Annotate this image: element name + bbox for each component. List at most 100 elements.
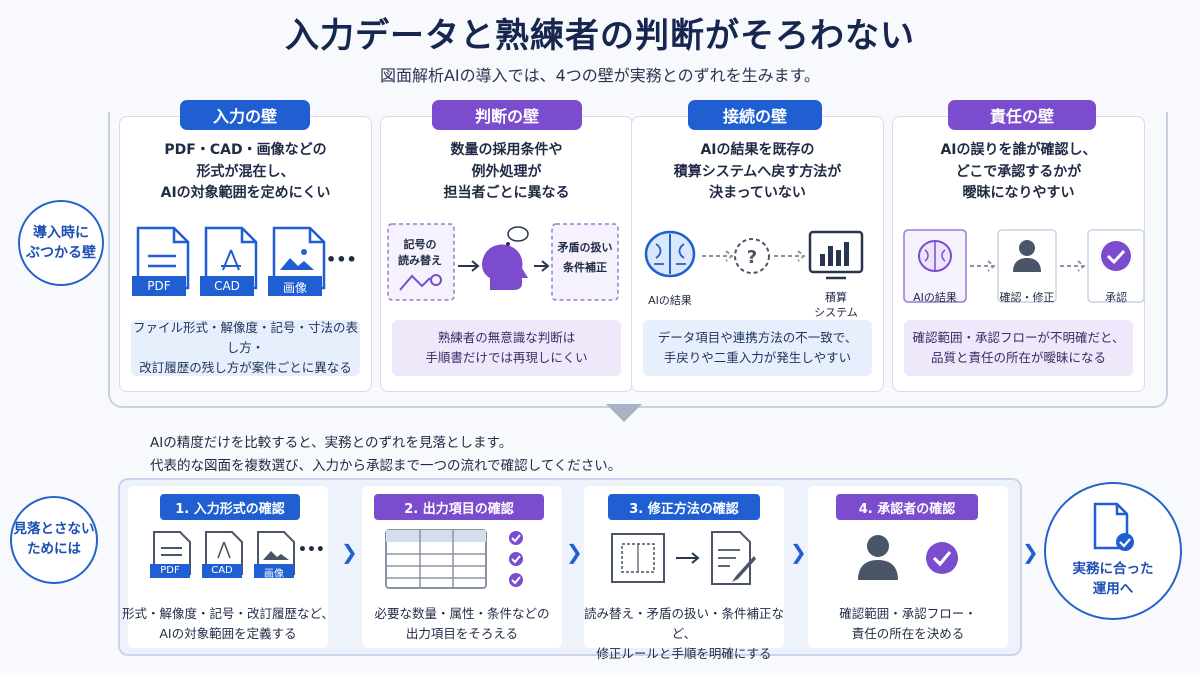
pdf-label: PDF [147,279,171,293]
rule-rewrite-label: 記号の 読み替え [390,236,450,268]
note-line: 手戻りや二重入力が発生しやすい [663,350,852,365]
desc-line: 担当者ごとに異なる [443,185,570,202]
note-line: 確認範囲・承認フローが不明確だと、 [912,330,1125,345]
desc-line: 数量の採用条件や [450,142,563,158]
connection-flow-icons: ? [644,230,864,280]
step-label-output-items: 2. 出力項目の確認 [374,494,544,520]
desc-line: どこで承認するかが [955,163,1082,180]
chevron-right-icon: ❯ [790,540,807,564]
chevron-right-icon: ❯ [341,540,358,564]
step-line: 出力項目をそろえる [405,626,519,641]
note-line: データ項目や連携方法の不一致で、 [657,330,858,345]
circle-line: 導入時に [33,224,89,241]
contradiction-label: 矛盾の扱い 条件補正 [552,238,618,278]
page-title: 入力データと熟練者の判断がそろわない [285,16,915,56]
step-desc-approver: 確認範囲・承認フロー・ 責任の所在を決める [798,604,1018,644]
image-file-icon [268,226,326,296]
person-icon [858,535,898,580]
wall-label-connection: 接続の壁 [688,100,822,130]
step-label-approver: 4. 承認者の確認 [836,494,978,520]
prevention-circle: 見落とさないためには [10,496,98,584]
cap-line: 読み替え [398,254,442,267]
ai-brain-icon [644,230,696,278]
wall-note-judgment: 熟練者の無意識な判断は手順書だけでは再現しにくい [392,320,621,376]
wall-note-responsibility: 確認範囲・承認フローが不明確だと、品質と責任の所在が曖昧になる [904,320,1133,376]
cap-line: システム [814,306,858,320]
page-subtitle: 図面解析AIの導入では、4つの壁が実務とのずれを生みます。 [379,66,821,85]
circle-line: 実務に合った [1072,561,1154,578]
step-line: 形式・解像度・記号・改訂履歴など、 [122,606,334,621]
wall-desc-input: PDF・CAD・画像などの 形式が混在し、 AIの対象範囲を定めにくい [119,140,372,205]
step-desc-output-items: 必要な数量・属性・条件などの 出力項目をそろえる [352,604,572,644]
estimation-system-label: 積算 システム [806,290,866,321]
approver-icons [858,535,958,580]
check-fix-label: 確認・修正 [999,291,1055,304]
desc-line: 曖昧になりやすい [962,185,1075,202]
desc-line: AIの結果を既存の [700,142,815,158]
head-thinking-icon [482,226,529,290]
output-table-icon [385,529,523,589]
more-dots-icon: ••• [326,250,357,269]
chevron-right-icon: ❯ [566,540,583,564]
person-icon [1013,240,1041,272]
more-dots-icon-small: ••• [298,542,325,558]
step-label-input-format: 1. 入力形式の確認 [160,494,300,520]
image-label: 画像 [282,281,307,295]
blueprint-icon [611,533,665,583]
step-line: 確認範囲・承認フロー・ [839,606,977,621]
wall-note-input: ファイル形式・解像度・記号・寸法の表し方・改訂履歴の残し方が案件ごとに異なる [131,320,360,376]
approval-label: 承認 [1105,291,1127,304]
pdf-file-icon-small [150,531,191,578]
circle-line: 見落とさない [13,521,95,538]
step1-file-icons [150,531,295,578]
step-label-correction: 3. 修正方法の確認 [608,494,760,520]
wall-note-connection: データ項目や連携方法の不一致で、手戻りや二重入力が発生しやすい [643,320,872,376]
step-desc-correction: 読み替え・矛盾の扱い・条件補正など、 修正ルールと手順を明確にする [574,604,794,664]
ai-result-label: AIの結果 [648,294,692,307]
desc-line: 例外処理が [471,163,542,180]
responsibility-flow-icons [903,229,1145,303]
note-line: 改訂履歴の残し方が案件ごとに異なる [139,360,352,375]
desc-line: PDF・CAD・画像などの [164,142,327,158]
checklist-icon [509,531,523,587]
desc-line: AIの対象範囲を定めにくい [160,185,331,202]
wall-label-responsibility: 責任の壁 [948,100,1096,130]
cap-line: 矛盾の扱い [557,241,613,254]
correction-icons [611,531,756,585]
circle-line: ためには [27,541,81,557]
goal-circle: 実務に合った 運用へ [1044,482,1182,620]
step-line: AIの対象範囲を定義する [159,626,297,641]
intro-walls-circle: 導入時にぶつかる壁 [18,200,104,286]
note-line: 品質と責任の所在が曖昧になる [930,350,1106,365]
guidance-line: 代表的な図面を複数選び、入力から承認まで一つの流れで確認してください。 [150,457,622,474]
cap-line: 記号の [403,238,437,251]
monitor-chart-icon [808,230,864,280]
ai-result-label-2: AIの結果 [913,291,957,304]
file-types-icons [132,226,326,296]
desc-line: AIの誤りを誰が確認し、 [940,142,1097,158]
wall-desc-judgment: 数量の採用条件や 例外処理が 担当者ごとに異なる [380,140,633,205]
approve-check-icon [926,542,958,574]
guidance-text: AIの精度だけを比較すると、実務とのずれを見落とします。 代表的な図面を複数選び… [150,432,621,478]
chevron-right-icon: ❯ [1022,540,1039,564]
wall-desc-responsibility: AIの誤りを誰が確認し、 どこで承認するかが 曖昧になりやすい [892,140,1145,205]
cap-line: 積算 [825,291,847,304]
edit-document-icon [711,531,756,585]
down-arrow-icon [606,404,642,422]
svg-text:?: ? [747,247,757,268]
note-line: 熟練者の無意識な判断は [437,330,576,345]
cad-file-icon [200,226,258,296]
note-line: 手順書だけでは再現しにくい [425,350,588,365]
cap-line: 条件補正 [563,260,607,274]
guidance-line: AIの精度だけを比較すると、実務とのずれを見落とします。 [150,435,513,451]
cad-label: CAD [214,279,240,293]
step-desc-input-format: 形式・解像度・記号・改訂履歴など、 AIの対象範囲を定義する [118,604,338,644]
cad-label-small: CAD [211,565,233,576]
wall-desc-connection: AIの結果を既存の 積算システムへ戻す方法が 決まっていない [631,140,884,205]
brain-icon [918,240,952,272]
desc-line: 積算システムへ戻す方法が [673,163,842,180]
pdf-file-icon [132,226,190,296]
step-line: 読み替え・矛盾の扱い・条件補正など、 [583,606,784,641]
step-line: 責任の所在を決める [851,626,965,641]
circle-line: 運用へ [1092,581,1134,597]
